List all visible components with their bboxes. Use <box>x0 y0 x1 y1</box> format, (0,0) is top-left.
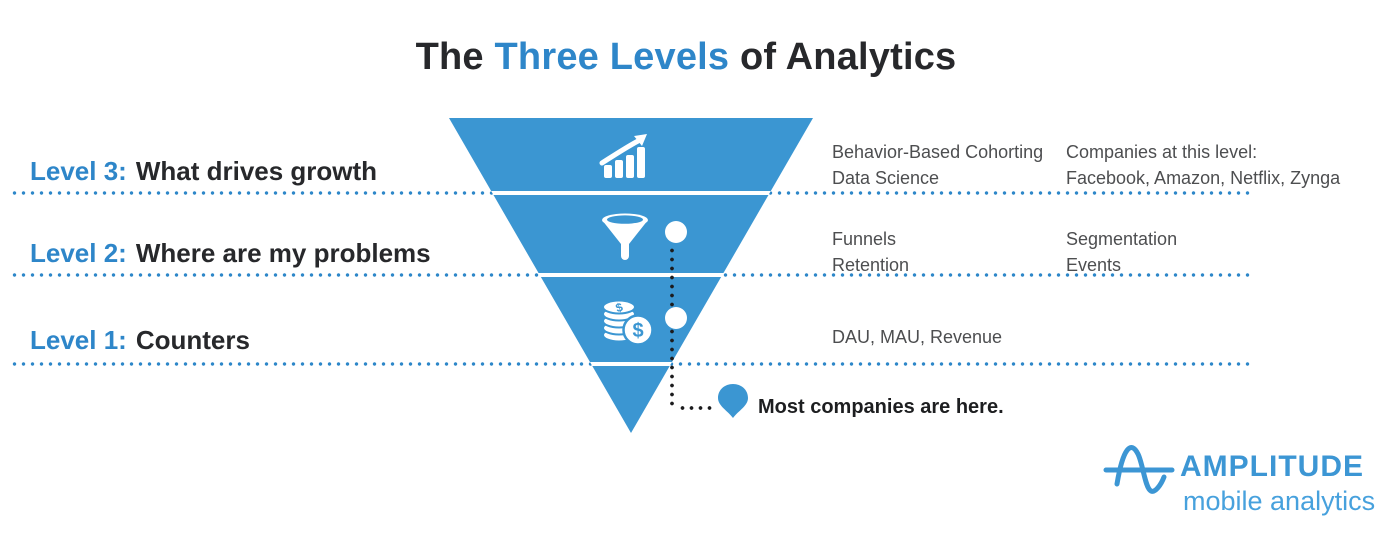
title-text-suffix: of Analytics <box>729 36 957 78</box>
level-2-features: Funnels Retention <box>832 226 909 278</box>
connector-dot-level-2 <box>665 221 687 243</box>
title-highlight: Three Levels <box>494 36 730 78</box>
coins-icon: $ $ <box>602 299 654 346</box>
dotted-connector-horizontal <box>678 406 716 410</box>
level-2-feature-line: Funnels <box>832 229 897 249</box>
level-3-feature-line: Data Science <box>832 168 940 188</box>
funnel-icon <box>602 213 648 260</box>
level-2-label-prefix: Level 2: <box>30 238 127 268</box>
level-3-label-prefix: Level 3: <box>30 156 127 186</box>
level-1-label: Level 1: Counters <box>30 325 250 356</box>
coin-dollar-symbol-top: $ <box>614 300 625 315</box>
level-1-label-text: Counters <box>135 325 250 355</box>
growth-chart-icon <box>599 134 647 178</box>
amplitude-logo: AMPLITUDE mobile analytics <box>1103 438 1383 528</box>
amplitude-sine-wave-icon <box>1103 445 1175 494</box>
level-3-companies: Companies at this level: Facebook, Amazo… <box>1066 139 1340 191</box>
amplitude-wordmark: AMPLITUDE <box>1180 450 1364 483</box>
level-3-label-text: What drives growth <box>135 156 378 186</box>
level-2-features-extra: Segmentation Events <box>1066 226 1177 278</box>
level-2-extra-line: Segmentation <box>1066 229 1178 249</box>
level-2-feature-line: Retention <box>832 255 910 275</box>
level-2-label-text: Where are my problems <box>135 238 431 268</box>
level-1-feature-line: DAU, MAU, Revenue <box>832 327 1003 347</box>
amplitude-tagline: mobile analytics <box>1183 486 1376 516</box>
level-3-features: Behavior-Based Cohorting Data Science <box>832 139 1043 191</box>
annotation-text: Most companies are here. <box>758 396 1004 418</box>
page-title: The Three Levels of Analytics <box>0 36 1372 79</box>
level-3-companies-line: Companies at this level: <box>1066 142 1258 162</box>
level-2-extra-line: Events <box>1066 255 1122 275</box>
level-3-feature-line: Behavior-Based Cohorting <box>832 142 1044 162</box>
connector-dot-level-1 <box>665 307 687 329</box>
title-text-prefix: The <box>415 36 495 78</box>
coin-dollar-symbol-front: $ <box>632 320 643 342</box>
level-1-features: DAU, MAU, Revenue <box>832 324 1002 350</box>
level-1-label-prefix: Level 1: <box>30 325 127 355</box>
level-3-label: Level 3: What drives growth <box>30 156 377 187</box>
level-3-companies-line: Facebook, Amazon, Netflix, Zynga <box>1066 168 1341 188</box>
level-2-label: Level 2: Where are my problems <box>30 238 431 269</box>
map-pin-icon <box>718 384 748 418</box>
